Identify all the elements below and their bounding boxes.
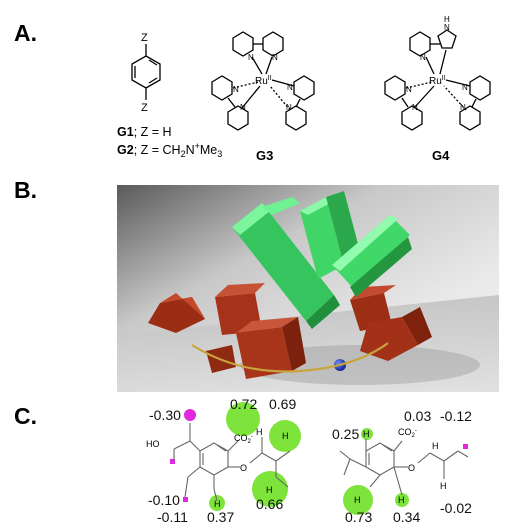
g4-n5: N (460, 103, 466, 112)
g4-label: G4 (432, 148, 450, 163)
g4-complex: H N RuII N N N N N (384, 15, 491, 131)
g2-caption: G2; Z = CH2N+Me3 (117, 141, 222, 159)
g4-ru: RuII (429, 75, 446, 87)
g3-n4: N (240, 103, 246, 112)
g4-n2: N (406, 85, 412, 94)
right-h-label-5: H (440, 481, 447, 491)
g3-n6: N (286, 103, 292, 112)
g4-n-top: N (444, 23, 450, 32)
left-h-marker-neg-2 (170, 459, 175, 464)
right-molecule: CO2- O H H H H H 0.25 0.03 -0.12 0.73 0.… (332, 408, 472, 525)
left-h-label-2: H (282, 431, 289, 441)
benzene-sub-bottom: Z (141, 102, 148, 114)
shift-diagrams: HO CO2- O H H H H -0.30 0.72 0.69 -0.10 … (146, 396, 472, 525)
g3-ru: RuII (255, 75, 272, 87)
benzene-guest: Z Z (131, 32, 161, 114)
g3-n5: N (287, 83, 293, 92)
g3-label: G3 (256, 148, 273, 163)
right-h-label-2: H (354, 495, 361, 505)
right-value-5: 0.34 (393, 509, 420, 525)
left-h-label-3: H (266, 485, 273, 495)
right-value-4: 0.73 (345, 509, 372, 525)
left-h-marker-pos-4 (209, 495, 225, 511)
panel-b: B. (0, 175, 507, 397)
left-value-7: 0.66 (256, 496, 283, 512)
left-o-label: O (240, 463, 247, 473)
left-co2-label: CO2- (234, 433, 253, 445)
g4-nh: H (444, 15, 450, 24)
right-h-marker-neg-1 (463, 444, 468, 449)
left-value-1: -0.30 (149, 407, 181, 423)
g2-sub: 2 (181, 149, 186, 159)
left-h-marker-neg-3 (183, 497, 188, 502)
green-ligand-blocks (232, 191, 412, 329)
g2-me: Me (200, 143, 217, 157)
left-h-marker-pos-2 (269, 420, 301, 452)
right-h-label-1: H (363, 429, 370, 439)
g1-caption: G1; Z = H (117, 125, 172, 139)
right-h-label-4: H (432, 441, 439, 451)
left-h-marker-neg-1 (184, 409, 196, 421)
left-value-5: -0.11 (157, 509, 188, 525)
g3-n3: N (233, 85, 239, 94)
right-h-marker-pos-1 (361, 428, 373, 440)
g4-n3: N (412, 103, 418, 112)
right-value-6: -0.02 (440, 500, 472, 516)
g2-n: N (186, 143, 195, 157)
panel-a: A. Z Z G1; Z = H G2; Z = CH2N+Me3 (0, 0, 507, 175)
right-h-label-3: H (398, 495, 405, 505)
right-h-marker-pos-3 (395, 493, 409, 507)
right-h-marker-pos-2 (343, 485, 373, 515)
left-ho-label: HO (146, 439, 160, 449)
cage-render (117, 185, 499, 392)
panel-a-structures: Z Z G1; Z = H G2; Z = CH2N+Me3 (117, 15, 491, 163)
gold-rod (191, 342, 389, 373)
left-molecule: HO CO2- O H H H H -0.30 0.72 0.69 -0.10 … (146, 396, 301, 525)
g2-id: G2 (117, 143, 134, 157)
g4-n1: N (420, 53, 426, 62)
g1-text: ; Z = H (134, 125, 172, 139)
left-value-6: 0.37 (207, 509, 234, 525)
panel-c: C. (0, 396, 507, 525)
left-value-3: 0.69 (269, 397, 296, 412)
left-h-marker-pos-1 (226, 402, 260, 436)
g3-n2: N (272, 53, 278, 62)
panel-c-label: C. (14, 403, 37, 429)
g3-n1: N (248, 53, 254, 62)
g3-complex: RuII N N N N N N (211, 31, 315, 131)
panel-a-label: A. (14, 20, 37, 46)
g4-n4: N (462, 83, 468, 92)
g2-sub3: 3 (217, 149, 222, 159)
left-value-4: -0.10 (148, 492, 180, 508)
right-o-label: O (408, 463, 415, 473)
panel-b-label: B. (14, 177, 37, 203)
right-value-3: -0.12 (440, 408, 472, 424)
left-h-label-4: H (214, 499, 221, 509)
right-value-2: 0.03 (404, 408, 431, 424)
right-value-1: 0.25 (332, 426, 359, 442)
g2-text: ; Z = CH (134, 143, 181, 157)
g1-id: G1 (117, 125, 134, 139)
left-value-2: 0.72 (230, 397, 257, 412)
benzene-sub-top: Z (141, 32, 148, 44)
right-co2-label: CO2- (398, 427, 417, 439)
left-h-label-1: H (256, 427, 263, 437)
g2-plus: + (195, 141, 200, 151)
